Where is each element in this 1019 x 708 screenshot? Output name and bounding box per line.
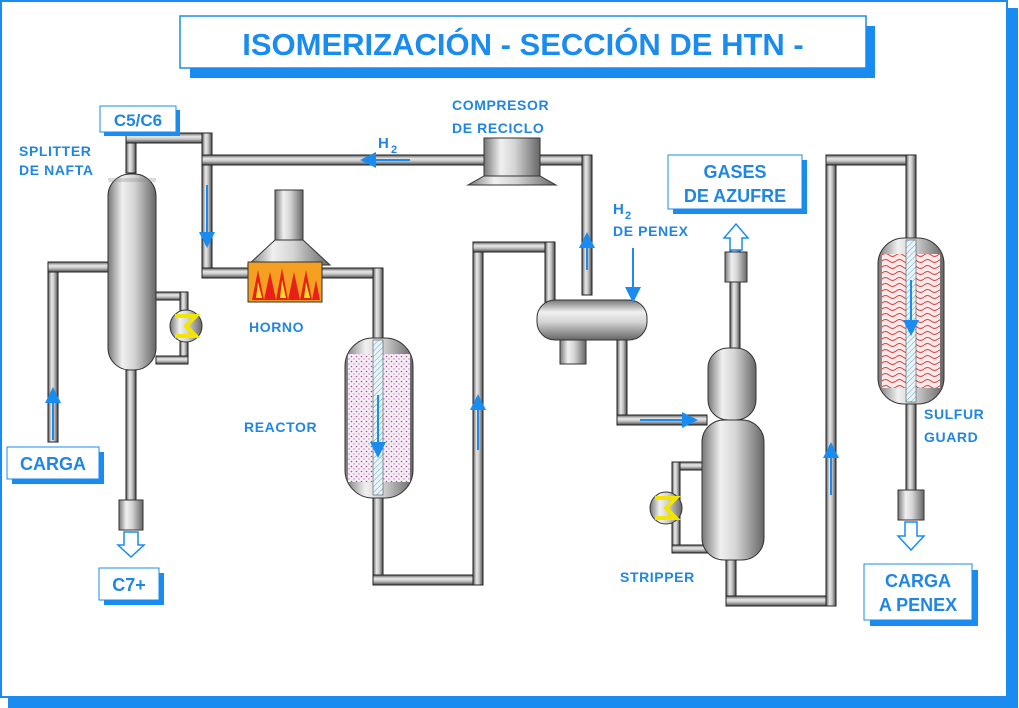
splitter-label-line1: SPLITTER bbox=[19, 143, 91, 159]
carga-penex-box: CARGA A PENEX bbox=[863, 563, 978, 626]
gases-box: GASES DE AZUFRE bbox=[667, 154, 807, 214]
sulfur-label-line1: SULFUR bbox=[924, 406, 984, 422]
compresor-label-line2: DE RECICLO bbox=[452, 120, 544, 136]
reactor-label: REACTOR bbox=[244, 419, 317, 435]
horno-heater bbox=[246, 189, 332, 303]
carga-box: CARGA bbox=[6, 446, 104, 484]
page-title: ISOMERIZACIÓN - SECCIÓN DE HTN - bbox=[242, 26, 803, 62]
flow-arrows bbox=[45, 152, 919, 495]
compresor-label-line1: COMPRESOR bbox=[452, 97, 549, 113]
splitter-reboiler bbox=[169, 309, 203, 343]
h2-recycle-subscript: 2 bbox=[391, 144, 398, 156]
flames bbox=[252, 268, 320, 300]
gases-outlet-nozzle bbox=[724, 251, 748, 283]
c5c6-box: C5/C6 bbox=[99, 105, 180, 136]
c7plus-label: C7+ bbox=[112, 575, 146, 595]
h2-penex-label-line2: DE PENEX bbox=[613, 223, 689, 239]
carga-penex-label-line1: CARGA bbox=[885, 571, 951, 591]
stripper-label: STRIPPER bbox=[620, 569, 695, 585]
gases-label-line1: GASES bbox=[703, 162, 766, 182]
frame-shadow-bottom bbox=[8, 698, 1018, 708]
compresor-reciclo bbox=[466, 137, 558, 186]
carga-label: CARGA bbox=[20, 454, 86, 474]
stripper-reboiler bbox=[649, 491, 683, 525]
gases-outlet-arrow bbox=[722, 222, 750, 251]
penex-outlet-arrow bbox=[896, 521, 926, 552]
c7-outlet-arrow bbox=[116, 531, 146, 559]
splitter-label-line2: DE NAFTA bbox=[19, 162, 94, 178]
horno-label: HORNO bbox=[249, 319, 304, 335]
c5c6-label: C5/C6 bbox=[114, 111, 162, 130]
sulfur-label-line2: GUARD bbox=[924, 429, 978, 445]
c7-outlet-nozzle bbox=[118, 499, 144, 531]
carga-penex-label-line2: A PENEX bbox=[879, 595, 957, 615]
h2-penex-subscript: 2 bbox=[625, 210, 632, 222]
h2-penex-label: H bbox=[613, 201, 624, 218]
stripper-column bbox=[701, 347, 765, 561]
h2-recycle-label: H bbox=[378, 135, 389, 152]
separator-drum bbox=[536, 299, 648, 365]
penex-outlet-nozzle bbox=[897, 489, 925, 521]
splitter-column bbox=[107, 173, 157, 371]
frame-shadow-right bbox=[1008, 8, 1018, 706]
c7plus-box: C7+ bbox=[98, 567, 164, 605]
gases-label-line2: DE AZUFRE bbox=[684, 186, 786, 206]
title-box: ISOMERIZACIÓN - SECCIÓN DE HTN - bbox=[179, 15, 875, 78]
